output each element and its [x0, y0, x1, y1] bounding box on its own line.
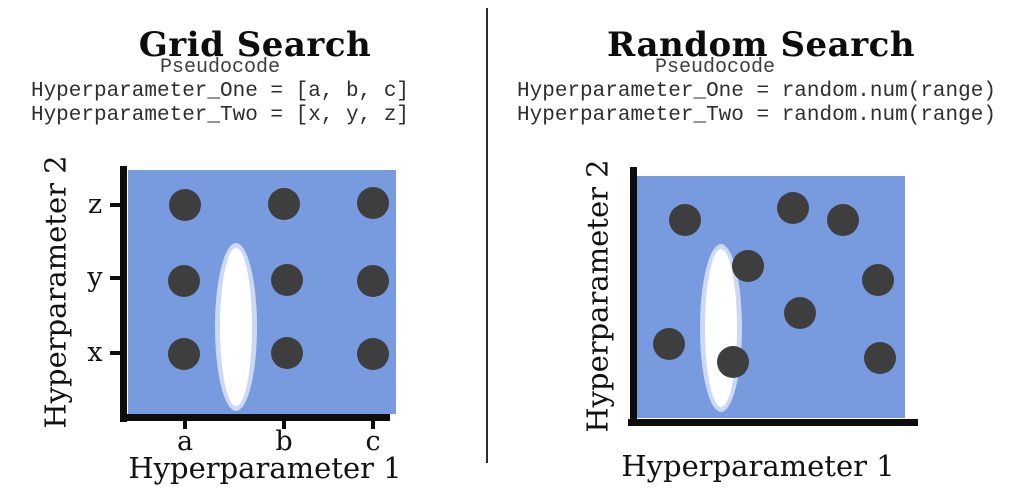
- y-axis-label-wrap: Hyperparameter 2: [26, 155, 86, 428]
- optimum-region-core: [220, 248, 252, 406]
- optimum-region-ellipse: [215, 243, 257, 411]
- x-axis-line: [628, 419, 918, 426]
- x-tick-mark: [371, 416, 375, 429]
- sample-point: [271, 337, 303, 369]
- x-tick-label: b: [275, 426, 293, 457]
- x-tick-mark: [282, 416, 286, 429]
- sample-point: [717, 346, 749, 378]
- pseudocode-line: Hyperparameter_Two = random.num(range): [517, 104, 996, 127]
- y-tick-mark: [110, 276, 123, 280]
- sample-point: [271, 264, 303, 296]
- sample-point: [357, 187, 389, 219]
- sample-point: [168, 338, 200, 370]
- pseudocode-line: Hyperparameter_One = random.num(range): [517, 80, 996, 103]
- y-axis-label: Hyperparameter 2: [581, 159, 615, 433]
- y-tick-mark: [110, 351, 123, 355]
- sample-point: [732, 250, 764, 282]
- sample-point: [827, 204, 859, 236]
- sample-point: [268, 188, 300, 220]
- random-search-title: Random Search: [606, 24, 916, 65]
- sample-point: [669, 204, 701, 236]
- y-axis-label-wrap: Hyperparameter 2: [568, 159, 628, 432]
- y-axis-line: [630, 167, 637, 426]
- pseudocode-block: Hyperparameter_One = [a, b, c] Hyperpara…: [20, 80, 420, 128]
- x-axis-label: Hyperparameter 1: [128, 451, 402, 485]
- x-tick-label: c: [365, 426, 381, 457]
- divider-line: [486, 8, 488, 463]
- grid-search-plot: [128, 170, 396, 414]
- x-axis-label: Hyperparameter 1: [621, 449, 895, 483]
- pseudocode-block: Hyperparameter_One = random.num(range) H…: [490, 80, 1023, 128]
- x-axis-line: [120, 414, 390, 421]
- y-tick-mark: [110, 203, 123, 207]
- y-tick-label: z: [87, 189, 103, 220]
- x-tick-label: a: [176, 426, 194, 457]
- sample-point: [784, 297, 816, 329]
- x-tick-mark: [183, 416, 187, 429]
- y-tick-label: x: [87, 337, 103, 368]
- pseudocode-label: Pseudocode: [654, 56, 776, 79]
- random-search-plot: [637, 176, 905, 418]
- sample-point: [653, 328, 685, 360]
- y-tick-label: y: [87, 262, 103, 293]
- pseudocode-line: Hyperparameter_Two = [x, y, z]: [30, 104, 410, 127]
- sample-point: [357, 265, 389, 297]
- optimum-region-core: [705, 249, 737, 407]
- sample-point: [777, 192, 809, 224]
- sample-point: [862, 264, 894, 296]
- sample-point: [168, 265, 200, 297]
- y-axis-line: [120, 166, 127, 422]
- sample-point: [169, 189, 201, 221]
- grid-search-title: Grid Search: [138, 24, 372, 65]
- sample-point: [864, 342, 896, 374]
- y-axis-label: Hyperparameter 2: [39, 155, 73, 429]
- pseudocode-line: Hyperparameter_One = [a, b, c]: [30, 80, 410, 103]
- pseudocode-label: Pseudocode: [159, 56, 281, 79]
- sample-point: [357, 338, 389, 370]
